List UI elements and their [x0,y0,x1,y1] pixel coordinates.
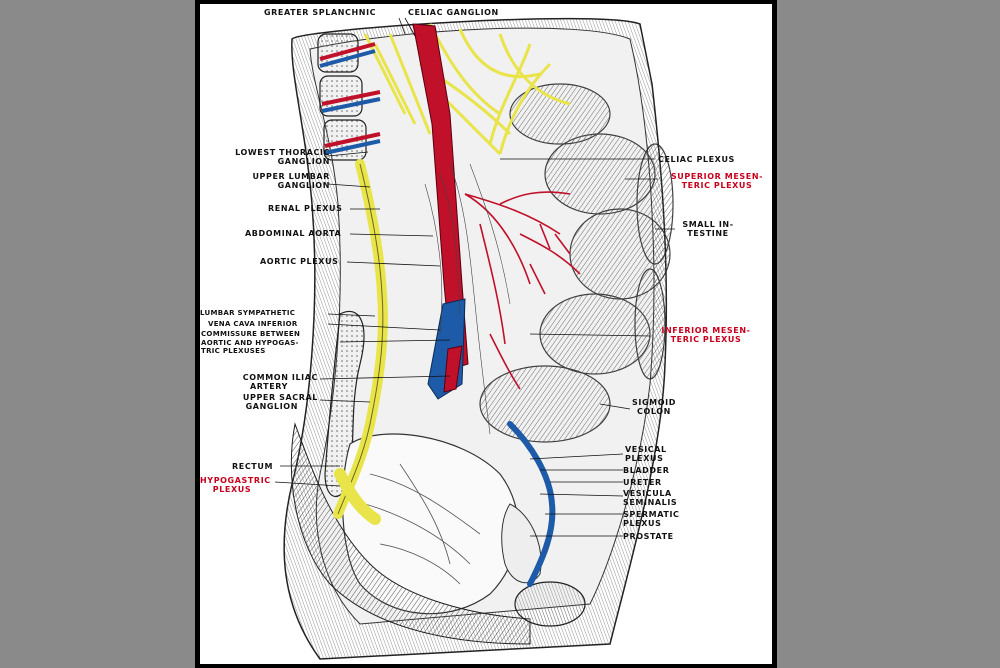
label-renal-plexus: RENAL PLEXUS [268,204,343,213]
prostate-region [501,503,542,584]
label-hypogastric-plexus-line1: HYPOGASTRIC [200,476,271,485]
label-sigmoid-colon-line1: SIGMOID [632,398,676,407]
anatomy-illustration [274,17,675,660]
label-spermatic-plexus-line2: PLEXUS [623,519,662,528]
label-common-iliac-artery-line2: ARTERY [249,382,288,391]
label-hypogastric-plexus-line2: PLEXUS [212,485,252,494]
label-rectum: RECTUM [232,462,274,471]
aortic-plexus-fibers [424,163,511,435]
label-ureter: URETER [623,478,662,487]
label-spermatic-plexus-line1: SPERMATIC [623,510,680,519]
leader-lines [274,17,675,537]
label-hypogastric-plexus: HYPOGASTRIC PLEXUS [200,476,271,494]
mesenteric-arteries [464,191,581,390]
label-superior-mesenteric-plexus-line2: TERIC PLEXUS [681,181,753,190]
label-inferior-mesenteric-plexus: INFERIOR MESEN- TERIC PLEXUS [651,326,761,344]
label-lowest-thoracic-ganglion: LOWEST THORACIC GANGLION [214,148,330,166]
label-sigmoid-colon-line2: COLON [637,407,671,416]
label-sigmoid-colon: SIGMOID COLON [628,398,680,416]
label-upper-lumbar-ganglion-line1: UPPER LUMBAR [252,172,330,181]
label-commissure-line3: TRIC PLEXUSES [201,347,266,355]
label-superior-mesenteric-plexus: SUPERIOR MESEN- TERIC PLEXUS [662,172,772,190]
label-upper-lumbar-ganglion-line2: GANGLION [277,181,330,190]
label-upper-sacral-ganglion-line2: GANGLION [245,402,298,411]
label-inferior-mesenteric-plexus-line1: INFERIOR MESEN- [661,326,751,335]
label-celiac-plexus: CELIAC PLEXUS [658,155,735,164]
label-prostate: PROSTATE [623,532,674,541]
label-vena-cava-inferior: VENA CAVA INFERIOR [208,320,298,328]
label-bladder: BLADDER [623,466,670,475]
label-superior-mesenteric-plexus-line1: SUPERIOR MESEN- [670,172,764,181]
label-common-iliac-artery: COMMON ILIAC ARTERY [214,373,318,391]
label-common-iliac-artery-line1: COMMON ILIAC [242,373,318,382]
label-upper-sacral-ganglion-line1: UPPER SACRAL [242,393,318,402]
label-vesicula-seminalis-line2: SEMINALIS [623,498,678,507]
label-abdominal-aorta: ABDOMINAL AORTA [245,229,342,238]
label-small-intestine-line2: TESTINE [687,229,729,238]
common-iliac-artery [443,345,463,393]
label-upper-sacral-ganglion: UPPER SACRAL GANGLION [206,393,318,411]
label-small-intestine: SMALL IN- TESTINE [676,220,740,238]
sacral-wall [290,422,531,645]
anatomical-plate: GREATER SPLANCHNIC CELIAC GANGLION LOWES… [200,4,772,664]
label-lumbar-sympathetic: LUMBAR SYMPATHETIC [200,309,296,317]
testis [514,581,586,627]
label-vesicula-seminalis-line1: VESICULA [623,489,672,498]
splanchnic-nerves [363,33,432,135]
label-spermatic-plexus: SPERMATIC PLEXUS [623,510,680,528]
label-lowest-thoracic-ganglion-line1: LOWEST THORACIC [235,148,330,157]
label-small-intestine-line1: SMALL IN- [682,220,734,229]
label-aortic-plexus: AORTIC PLEXUS [260,257,339,266]
label-vesical-plexus: VESICAL PLEXUS [625,445,667,463]
label-inferior-mesenteric-plexus-line2: TERIC PLEXUS [670,335,742,344]
label-commissure-line1: COMMISSURE BETWEEN [201,330,301,338]
label-greater-splanchnic: GREATER SPLANCHNIC [264,8,377,17]
hypogastric-yellow [334,468,381,525]
ureter [507,421,556,587]
label-lowest-thoracic-ganglion-line2: GANGLION [277,157,330,166]
label-commissure: COMMISSURE BETWEEN AORTIC AND HYPOGAS- T… [201,330,300,356]
abdominal-aorta [412,23,469,370]
intercostal-vessels [319,42,381,155]
pelvic-plexus-fibers [364,463,481,585]
label-commissure-line2: AORTIC AND HYPOGAS- [201,338,299,347]
sympathetic-trunk-outline [337,163,384,515]
label-vesicula-seminalis: VESICULA SEMINALIS [623,489,677,507]
label-upper-lumbar-ganglion: UPPER LUMBAR GANGLION [230,172,330,190]
label-celiac-ganglion: CELIAC GANGLION [408,8,499,17]
label-vesical-plexus-line1: VESICAL [625,445,667,454]
label-vesical-plexus-line2: PLEXUS [625,454,664,463]
small-intestine-loops [479,83,674,443]
